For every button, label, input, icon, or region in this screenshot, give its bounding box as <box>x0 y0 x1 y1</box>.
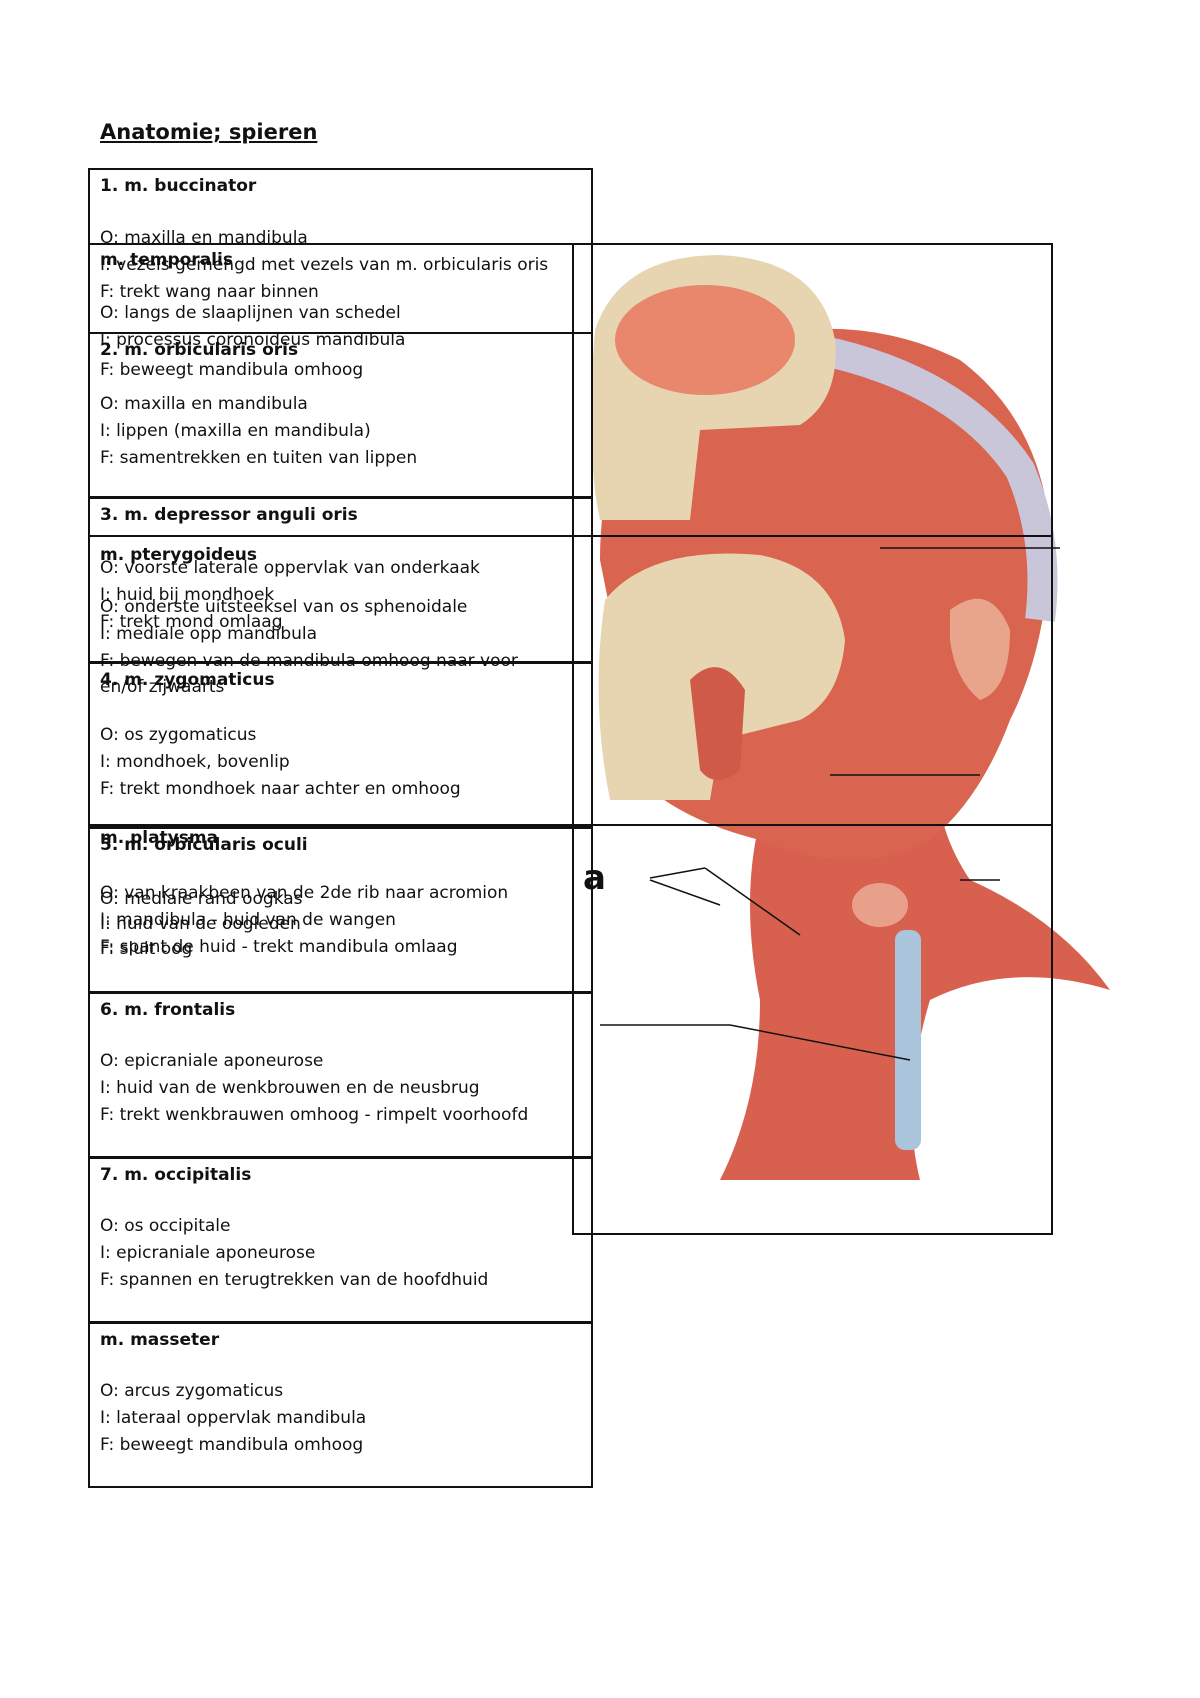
pterygoideus-origin: O: onderste uitsteeksel van os sphenoida… <box>100 597 468 617</box>
insertion-text: I: lippen (maxilla en mandibula) <box>100 421 371 441</box>
function-text: F: beweegt mandibula omhoog <box>100 1435 364 1455</box>
function-text: F: trekt wang naar binnen <box>100 282 319 302</box>
function-text: F: trekt wenkbrauwen omhoog - rimpelt vo… <box>100 1105 529 1125</box>
origin-text: O: os zygomaticus <box>100 725 257 745</box>
temporalis-heading: m. temporalis <box>100 250 233 270</box>
muscle-heading: 7. m. occipitalis <box>100 1165 252 1185</box>
overlay-divider <box>88 243 572 245</box>
origin-text: O: maxilla en mandibula <box>100 394 308 414</box>
muscle-cell-masseter: m. masseter O: arcus zygomaticus I: late… <box>88 1322 593 1488</box>
muscle-cell-buccinator: 1. m. buccinator O: maxilla en mandibula… <box>88 168 593 334</box>
insertion-text: I: huid van de wenkbrouwen en de neusbru… <box>100 1078 480 1098</box>
pterygoideus-function-cont: en/of zijwaarts <box>100 677 225 697</box>
platysma-insertion: I: mandibula - huid van de wangen <box>100 910 396 930</box>
platysma-origin: O: van kraakbeen van de 2de rib naar acr… <box>100 883 509 903</box>
figure-divider <box>572 824 1053 826</box>
muscle-heading: 4. m. zygomaticus <box>100 670 275 690</box>
pterygoideus-heading: m. pterygoideus <box>100 545 257 565</box>
muscle-cell-occipitalis: 7. m. occipitalis O: os occipitale I: ep… <box>88 1157 593 1323</box>
function-text: F: trekt mondhoek naar achter en omhoog <box>100 779 461 799</box>
muscle-cell-frontalis: 6. m. frontalis O: epicraniale aponeuros… <box>88 992 593 1158</box>
insertion-text: I: huid van de oogleden <box>100 914 301 934</box>
muscle-heading: 6. m. frontalis <box>100 1000 236 1020</box>
origin-text: O: os occipitale <box>100 1216 231 1236</box>
origin-text: O: voorste laterale oppervlak van onderk… <box>100 558 480 578</box>
overlay-divider <box>88 824 572 826</box>
platysma-heading: m. platysma <box>100 828 219 848</box>
insertion-text: I: lateraal oppervlak mandibula <box>100 1408 367 1428</box>
function-text: F: sluit oog <box>100 939 193 959</box>
origin-text: O: mediale rand oogkas <box>100 889 303 909</box>
function-text: F: spannen en terugtrekken van de hoofdh… <box>100 1270 489 1290</box>
insertion-text: I: mondhoek, bovenlip <box>100 752 290 772</box>
page-title: Anatomie; spieren <box>100 120 318 144</box>
insertion-text: I: vezels gemengd met vezels van m. orbi… <box>100 255 549 275</box>
figure-frame <box>572 243 1053 1235</box>
insertion-text: I: huid bij mondhoek <box>100 585 275 605</box>
muscle-heading: 2. m. orbicularis oris <box>100 340 299 360</box>
pterygoideus-function: F: bewegen van de mandibula omhoog naar … <box>100 651 518 671</box>
pterygoideus-insertion: I: mediale opp mandibula <box>100 624 318 644</box>
overlay-divider <box>88 535 572 537</box>
muscle-heading: m. masseter <box>100 1330 220 1350</box>
origin-text: O: arcus zygomaticus <box>100 1381 284 1401</box>
muscle-heading: 1. m. buccinator <box>100 176 257 196</box>
muscle-heading: 3. m. depressor anguli oris <box>100 505 358 525</box>
muscle-cell-orbicularis-oris: 2. m. orbicularis oris F: beweegt mandib… <box>88 332 593 498</box>
muscle-heading: 5. m. orbicularis oculi <box>100 835 308 855</box>
origin-text: O: maxilla en mandibula <box>100 228 308 248</box>
function-text: F: beweegt mandibula omhoog <box>100 360 364 380</box>
insertion-text: I: epicraniale aponeurose <box>100 1243 316 1263</box>
platysma-function: F: spant de huid - trekt mandibula omlaa… <box>100 937 458 957</box>
figure-label: a <box>583 858 606 898</box>
figure-divider <box>572 535 1053 537</box>
temporalis-origin: O: langs de slaaplijnen van schedel <box>100 303 401 323</box>
function-text: F: samentrekken en tuiten van lippen <box>100 448 418 468</box>
temporalis-insertion: I: processus coronoideus mandibula <box>100 330 406 350</box>
function-text: F: trekt mond omlaag <box>100 612 283 632</box>
origin-text: O: epicraniale aponeurose <box>100 1051 324 1071</box>
